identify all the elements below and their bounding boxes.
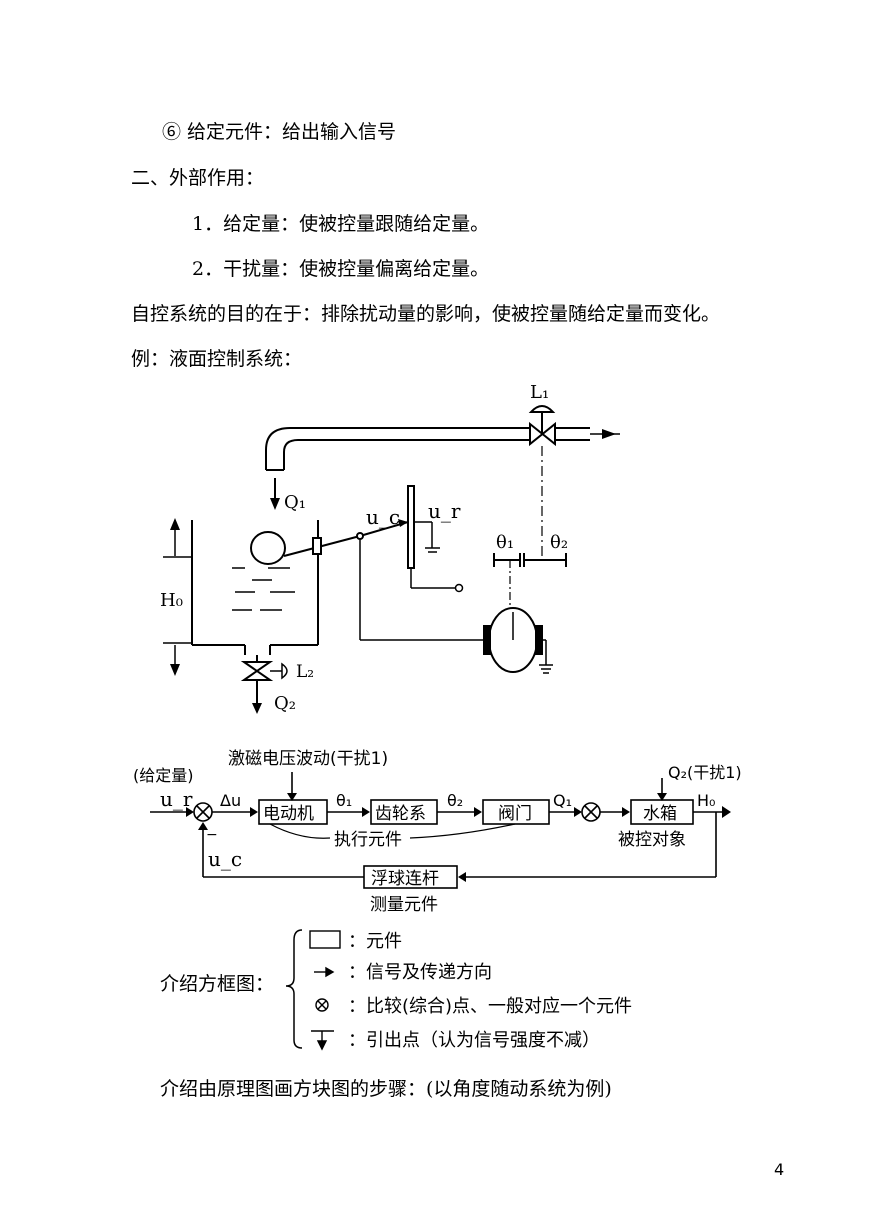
block-valve: 阀门 bbox=[498, 804, 532, 824]
purpose-text: 自控系统的目的在于：排除扰动量的影响，使被控量随给定量而变化。 bbox=[131, 303, 721, 325]
label-ur: u_r bbox=[428, 499, 461, 523]
label-input-ur: u_r bbox=[160, 787, 193, 811]
label-delta-u: Δu bbox=[220, 791, 241, 810]
legend-item-signal: ：信号及传递方向 bbox=[348, 962, 492, 983]
label-q1: Q₁ bbox=[284, 492, 306, 513]
label-measure: 测量元件 bbox=[370, 895, 438, 915]
label-minus: − bbox=[206, 827, 218, 843]
arrow-right-icon bbox=[314, 966, 335, 978]
label-feedback-uc: u_c bbox=[208, 847, 242, 871]
label-given: (给定量) bbox=[133, 766, 194, 785]
label-plant: 被控对象 bbox=[618, 830, 686, 850]
label-q2: Q₂ bbox=[274, 693, 296, 714]
label-q2-disturbance: Q₂(干扰1) bbox=[668, 763, 742, 782]
point2-text: 2．干扰量：使被控量偏离给定量。 bbox=[192, 258, 490, 280]
section2-heading: 二、外部作用： bbox=[131, 167, 265, 189]
block-float-linkage: 浮球连杆 bbox=[371, 869, 439, 889]
block-tank: 水箱 bbox=[643, 804, 677, 824]
legend-item-pickoff: ：引出点（认为信号强度不减） bbox=[348, 1030, 600, 1051]
steps-text: 介绍由原理图画方块图的步骤：(以角度随动系统为例) bbox=[160, 1078, 612, 1100]
summing-junction-icon bbox=[315, 998, 329, 1012]
label-theta1: θ₁ bbox=[496, 532, 514, 553]
legend-title: 介绍方框图： bbox=[160, 973, 274, 995]
legend-item-element: ：元件 bbox=[348, 931, 402, 952]
point1-text: 1．给定量：使被控量跟随给定量。 bbox=[192, 213, 490, 235]
pickoff-point-icon bbox=[311, 1030, 334, 1051]
legend-item-compare: ：比较(综合)点、一般对应一个元件 bbox=[348, 996, 632, 1017]
page-number: 4 bbox=[774, 1160, 785, 1179]
block-motor: 电动机 bbox=[263, 804, 314, 824]
element-symbol-icon bbox=[309, 930, 341, 949]
label-theta1: θ₁ bbox=[336, 791, 352, 810]
label-uc: u_c bbox=[366, 505, 400, 529]
label-l1: L₁ bbox=[530, 382, 549, 403]
label-l2: L₂ bbox=[296, 662, 314, 682]
label-theta2: θ₂ bbox=[550, 532, 568, 553]
label-actuator: 执行元件 bbox=[334, 830, 402, 850]
label-theta2: θ₂ bbox=[447, 791, 463, 810]
example-text: 例：液面控制系统： bbox=[131, 348, 303, 370]
label-h0-output: H₀ bbox=[697, 791, 715, 810]
block-gear: 齿轮系 bbox=[375, 804, 426, 824]
item6-text: ⑥ 给定元件：给出输入信号 bbox=[162, 121, 397, 143]
label-disturbance-motor: 激磁电压波动(干扰1) bbox=[228, 749, 388, 769]
label-q1: Q₁ bbox=[553, 791, 572, 810]
label-h0: H₀ bbox=[160, 590, 183, 611]
